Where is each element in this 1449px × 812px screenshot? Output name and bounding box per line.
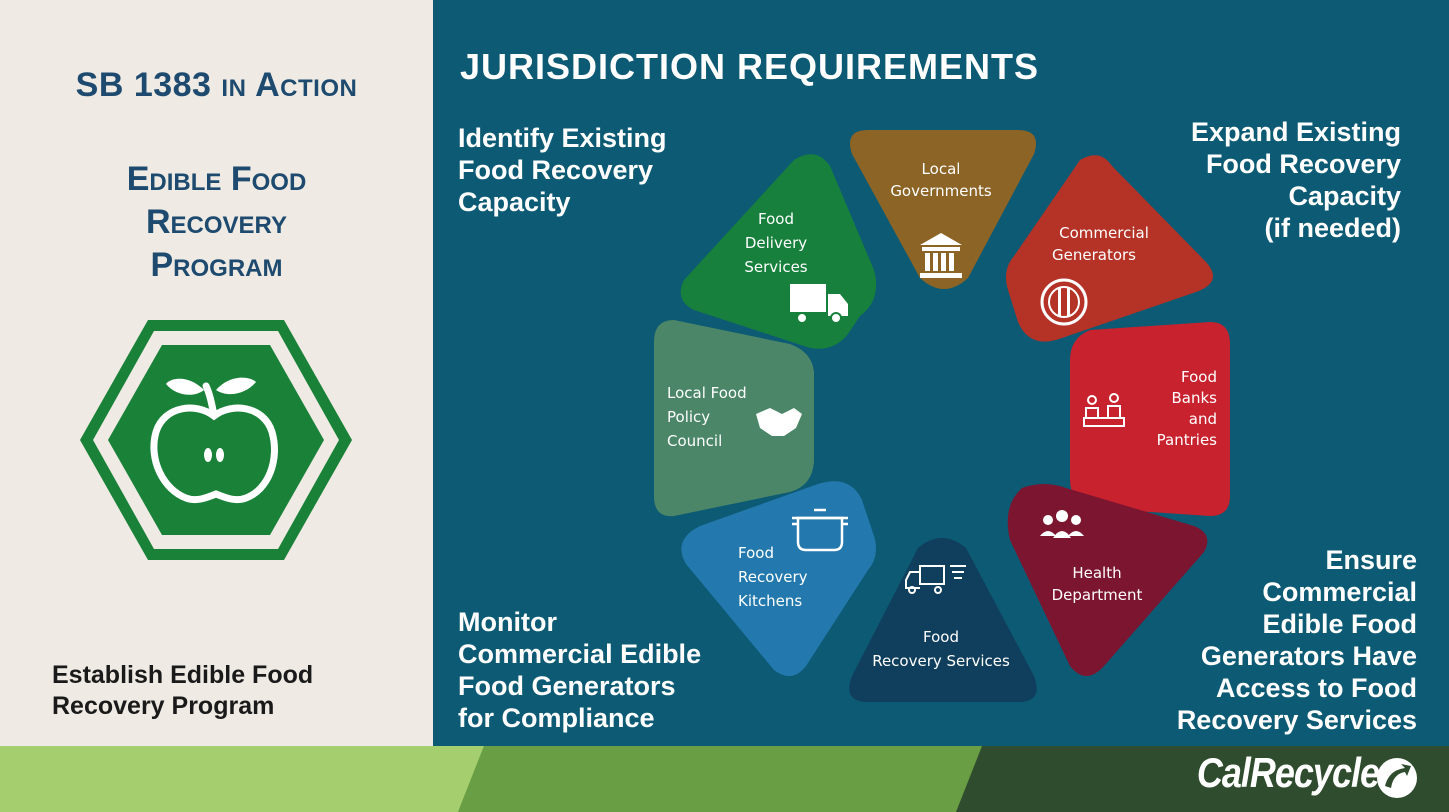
segment-food-recovery-kitchens-shape (681, 481, 876, 677)
bottom-band (0, 746, 1449, 812)
program-title: Edible Food Recovery Program (126, 160, 307, 284)
delivery-truck-icon (905, 565, 966, 594)
calrecycle-arrow-icon (1377, 758, 1417, 798)
handshake-icon (756, 408, 802, 436)
monitor-compliance-caption: Monitor Commercial Edible Food Generator… (458, 607, 702, 733)
identify-capacity-caption: Identify Existing Food Recovery Capacity (458, 123, 667, 217)
segment-health-department-shape (1007, 484, 1208, 676)
plate-fork-knife-icon (1040, 278, 1088, 326)
left-panel: SB 1383 in Action Edible Food Recovery P… (0, 0, 433, 746)
segment-food-delivery-services-shape (680, 154, 877, 349)
apple-hexagon-icon (80, 320, 352, 560)
segment-local-governments-shape (850, 130, 1036, 289)
segment-food-recovery-services-shape (849, 538, 1037, 702)
bottom-band-stripes (0, 746, 1449, 812)
segment-commercial-generators-shape (1006, 155, 1214, 342)
apple-icon (150, 382, 278, 504)
jurisdiction-requirements-heading: JURISDICTION REQUIREMENTS (460, 46, 1040, 87)
box-truck-icon (790, 284, 848, 324)
sb-1383-title: SB 1383 in Action (75, 66, 358, 104)
segment-food-banks-and-pantries-shape (1070, 322, 1230, 516)
cooking-pot-icon (792, 508, 848, 552)
building-icon (920, 233, 962, 278)
ensure-access-caption: Ensure Commercial Edible Food Generators… (1176, 545, 1417, 735)
people-icon (1040, 510, 1084, 538)
segment-local-food-policy-council-shape (654, 320, 814, 517)
establish-program-caption: Establish Edible Food Recovery Program (52, 661, 314, 720)
calrecycle-logo-text: CalRecycle (1196, 748, 1380, 796)
food-bank-icon (1083, 393, 1125, 427)
expand-capacity-caption: Expand Existing Food Recovery Capacity (… (1190, 117, 1401, 243)
